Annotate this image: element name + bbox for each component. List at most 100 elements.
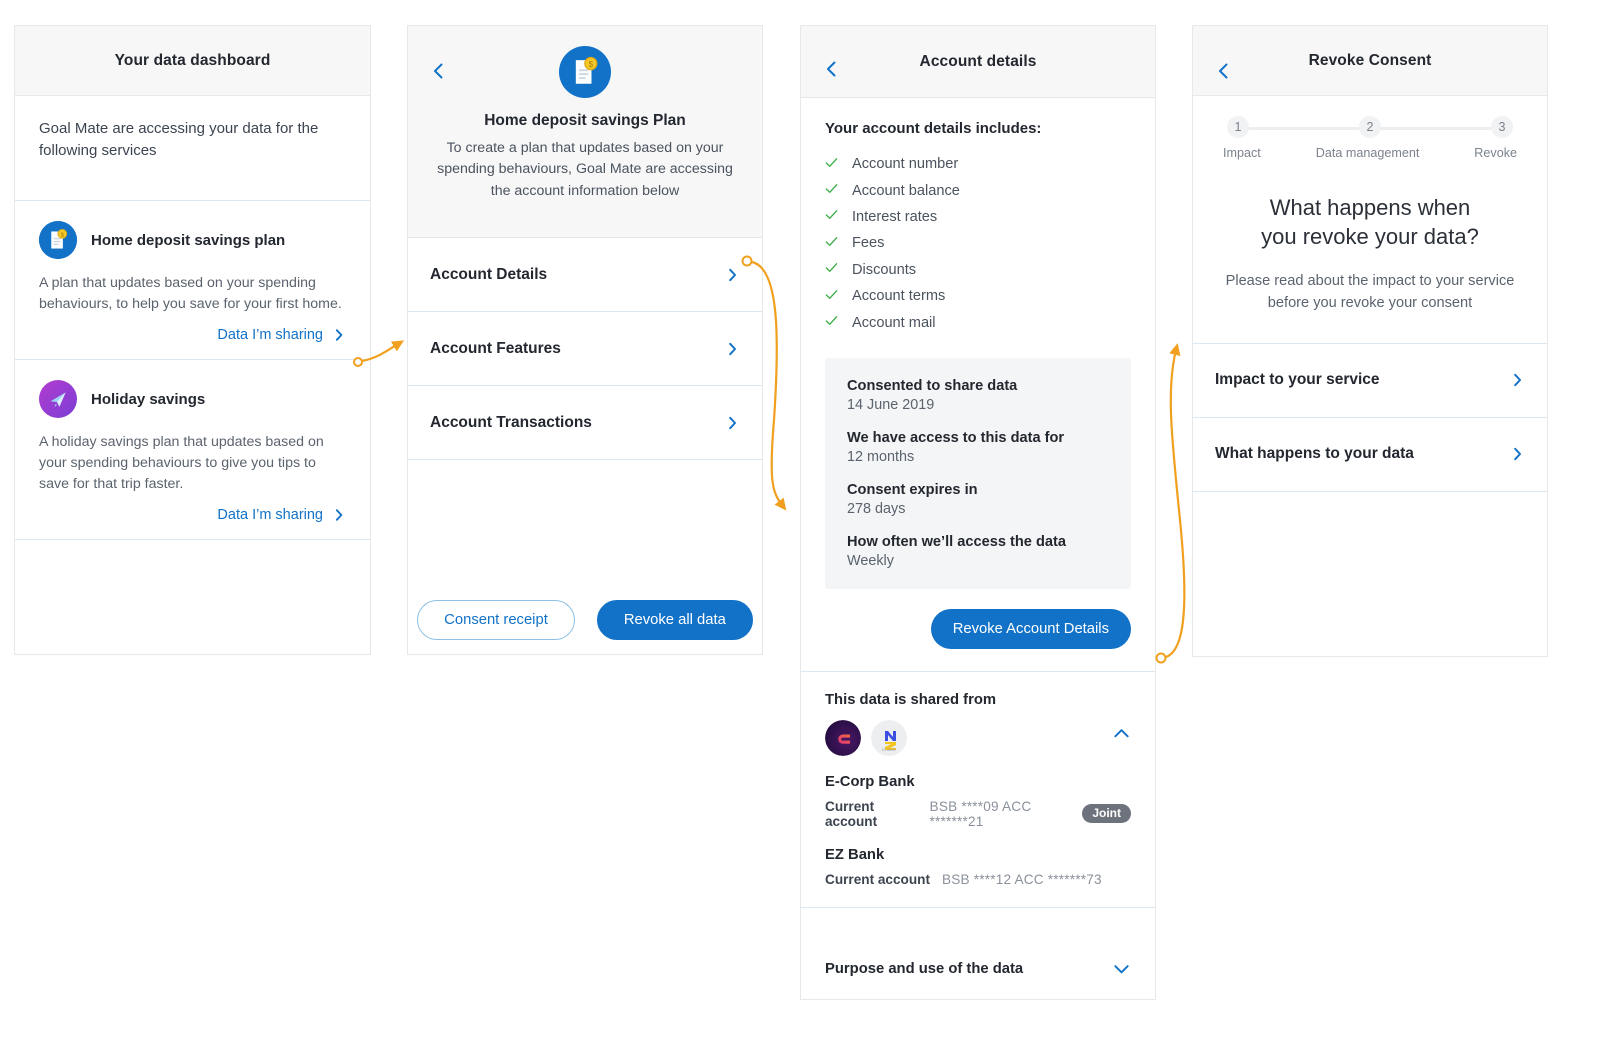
purpose-and-use-section[interactable]: Purpose and use of the data [801, 908, 1155, 999]
svg-text:EZ BANK: EZ BANK [882, 748, 897, 752]
list-item: Interest rates [825, 204, 1131, 230]
step-dot-1[interactable]: 1 [1227, 116, 1249, 138]
plan-description: To create a plan that updates based on y… [437, 140, 733, 199]
list-item-label: Account mail [852, 314, 936, 331]
account-line: Current account BSB ****12 ACC *******73 [825, 872, 1131, 887]
panel2-header: $ Home deposit savings Plan To create a … [408, 26, 762, 238]
row-label: What happens to your data [1215, 445, 1414, 463]
savings-document-icon: $ [559, 46, 611, 98]
consent-receipt-button[interactable]: Consent receipt [417, 600, 575, 640]
connector-start-dot-3 [1155, 652, 1167, 664]
data-im-sharing-link-2[interactable]: Data I’m sharing [39, 507, 346, 523]
consent-item: How often we’ll access the data Weekly [847, 534, 1109, 569]
list-item-label: Account terms [852, 288, 946, 305]
svg-text:$: $ [589, 60, 594, 69]
page-title: Revoke Consent [1308, 51, 1432, 69]
service-card-home-deposit[interactable]: $ Home deposit savings plan A plan that … [15, 201, 370, 361]
bank-name: EZ Bank [825, 846, 885, 863]
panel-revoke-consent: Revoke Consent 1 2 3 Impact Data managem… [1192, 25, 1548, 657]
list-item: Account terms [825, 283, 1131, 309]
service-description: A holiday savings plan that updates base… [39, 434, 324, 493]
row-account-details[interactable]: Account Details [408, 238, 762, 312]
list-item: Discounts [825, 257, 1131, 283]
back-chevron-icon[interactable] [430, 62, 448, 80]
list-item-label: Interest rates [852, 208, 938, 225]
connector-path-3 [1165, 343, 1186, 659]
consent-item: We have access to this data for 12 month… [847, 430, 1109, 465]
panel4-header: Revoke Consent [1193, 26, 1547, 96]
list-item-label: Fees [852, 235, 885, 252]
revoke-heading: What happens when you revoke your data? [1219, 194, 1521, 251]
step-label-1: Impact [1223, 146, 1261, 160]
check-icon [825, 261, 838, 278]
row-what-happens-to-data[interactable]: What happens to your data [1193, 418, 1547, 492]
row-impact-to-service[interactable]: Impact to your service [1193, 344, 1547, 418]
check-icon [825, 314, 838, 331]
share-link-label: Data I’m sharing [217, 507, 323, 524]
step-label-2: Data management [1315, 146, 1420, 160]
consent-summary-box: Consented to share data 14 June 2019 We … [825, 357, 1131, 589]
account-details-list: Account number Account balance Interest … [825, 151, 1131, 336]
progress-stepper: 1 2 3 Impact Data management Revoke [1193, 96, 1547, 160]
account-type: Current account [825, 798, 878, 829]
step-label-3: Revoke [1474, 146, 1517, 160]
consent-key: Consent expires in [847, 481, 978, 498]
status-badge: Joint [1082, 804, 1131, 824]
row-account-features[interactable]: Account Features [408, 312, 762, 386]
service-name: Holiday savings [91, 390, 206, 408]
svg-text:$: $ [61, 232, 65, 238]
purpose-title: Purpose and use of the data [825, 960, 1024, 977]
consent-key: How often we’ll access the data [847, 533, 1066, 550]
service-head: Holiday savings [39, 380, 346, 419]
chevron-right-icon [332, 328, 346, 342]
list-item-label: Account balance [852, 182, 960, 199]
consent-key: Consented to share data [847, 377, 1018, 394]
panel2-footer: Consent receipt Revoke all data [408, 600, 762, 640]
list-item: Account mail [825, 309, 1131, 335]
list-item: Account number [825, 151, 1131, 177]
check-icon [825, 288, 838, 305]
row-label: Account Features [430, 339, 561, 357]
savings-document-icon: $ [39, 221, 77, 259]
plan-icon-wrap: $ [434, 46, 736, 98]
check-icon [825, 235, 838, 252]
check-icon [825, 156, 838, 173]
service-card-holiday-savings[interactable]: Holiday savings A holiday savings plan t… [15, 360, 370, 541]
list-item-label: Account number [852, 156, 959, 173]
chevron-right-icon [725, 267, 740, 282]
divider [1193, 342, 1547, 344]
panel-account-details: Account details Your account details inc… [800, 25, 1156, 1000]
revoke-subtext: Please read about the impact to your ser… [1225, 273, 1515, 312]
account-line: Current account BSB ****09 ACC *******21… [825, 799, 1131, 829]
consent-value: 278 days [847, 500, 906, 517]
chevron-right-icon [1510, 373, 1525, 388]
chevron-down-icon[interactable] [1112, 959, 1131, 978]
chevron-right-icon [332, 508, 346, 522]
bank-logo-list: EZ BANK [825, 719, 1131, 756]
panel-plan-detail: $ Home deposit savings Plan To create a … [407, 25, 763, 655]
list-item: Account balance [825, 177, 1131, 203]
back-chevron-icon[interactable] [823, 60, 841, 78]
check-icon [825, 182, 838, 199]
consent-value: Weekly [847, 552, 894, 569]
account-number: BSB ****12 ACC *******73 [942, 871, 1102, 887]
row-label: Account Transactions [430, 413, 592, 431]
revoke-heading-line2: you revoke your data? [1261, 223, 1479, 249]
chevron-up-icon[interactable] [1112, 724, 1131, 743]
page-title: Your data dashboard [114, 51, 271, 69]
revoke-account-details-button[interactable]: Revoke Account Details [930, 608, 1131, 649]
list-item: Fees [825, 230, 1131, 256]
intro-block: Goal Mate are accessing your data for th… [15, 96, 370, 201]
row-account-transactions[interactable]: Account Transactions [408, 386, 762, 460]
step-dot-3[interactable]: 3 [1491, 116, 1513, 138]
data-im-sharing-link-1[interactable]: Data I’m sharing [39, 327, 346, 343]
step-dot-2[interactable]: 2 [1359, 116, 1381, 138]
step-track: 1 2 3 [1223, 116, 1517, 138]
ez-bank-logo: EZ BANK [871, 719, 907, 756]
revoke-all-data-button[interactable]: Revoke all data [596, 600, 753, 640]
consent-item: Consent expires in 278 days [847, 482, 1109, 517]
back-chevron-icon[interactable] [1215, 62, 1233, 80]
list-item-label: Discounts [852, 261, 917, 278]
account-number: BSB ****09 ACC *******21 [929, 798, 1032, 829]
